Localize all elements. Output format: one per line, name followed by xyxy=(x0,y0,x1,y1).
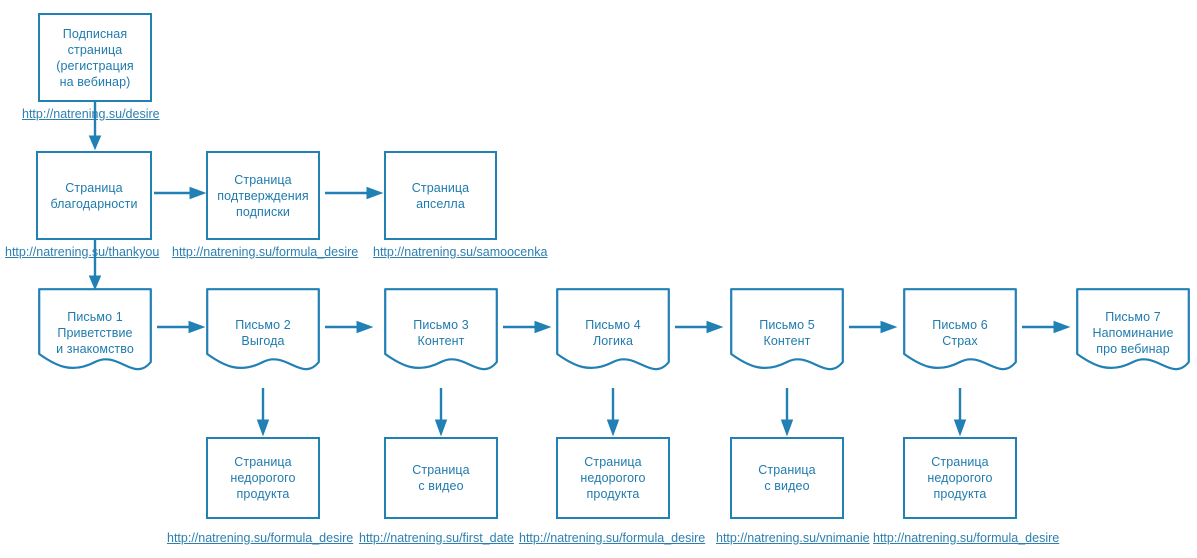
arrow-subscribe-to-thankyou xyxy=(88,102,102,151)
arrow-letter-1-to-letter-2 xyxy=(157,320,206,334)
arrow-letter-6-to-page-5 xyxy=(953,388,967,437)
document-shape-icon xyxy=(556,288,670,371)
url-bottom-page-3[interactable]: http://natrening.su/formula_desire xyxy=(519,531,706,545)
arrow-letter-4-to-letter-5 xyxy=(675,320,724,334)
document-shape-icon xyxy=(206,288,320,371)
arrow-letter-4-to-page-3 xyxy=(606,388,620,437)
arrow-letter-3-to-page-2 xyxy=(434,388,448,437)
arrow-confirm-to-upsell xyxy=(325,186,384,200)
url-thankyou[interactable]: http://natrening.su/thankyou xyxy=(5,245,160,259)
document-shape-icon xyxy=(38,288,152,371)
url-subscribe[interactable]: http://natrening.su/desire xyxy=(22,107,160,121)
arrow-letter-6-to-letter-7 xyxy=(1022,320,1071,334)
document-shape-icon xyxy=(1076,288,1190,371)
arrow-letter-5-to-page-4 xyxy=(780,388,794,437)
arrow-thankyou-to-letter-1 xyxy=(88,240,102,291)
arrow-letter-5-to-letter-6 xyxy=(849,320,898,334)
arrow-letter-2-to-letter-3 xyxy=(325,320,374,334)
document-shape-icon xyxy=(730,288,844,371)
url-upsell[interactable]: http://natrening.su/samoocenka xyxy=(373,245,548,259)
url-bottom-page-1[interactable]: http://natrening.su/formula_desire xyxy=(167,531,354,545)
url-bottom-page-4[interactable]: http://natrening.su/vnimanie xyxy=(716,531,870,545)
url-bottom-page-5[interactable]: http://natrening.su/formula_desire xyxy=(873,531,1060,545)
document-shape-icon xyxy=(384,288,498,371)
arrow-thankyou-to-confirm xyxy=(154,186,207,200)
url-bottom-page-2[interactable]: http://natrening.su/first_date xyxy=(359,531,514,545)
url-confirm[interactable]: http://natrening.su/formula_desire xyxy=(172,245,359,259)
arrow-letter-2-to-page-1 xyxy=(256,388,270,437)
arrow-letter-3-to-letter-4 xyxy=(503,320,552,334)
document-shape-icon xyxy=(903,288,1017,371)
